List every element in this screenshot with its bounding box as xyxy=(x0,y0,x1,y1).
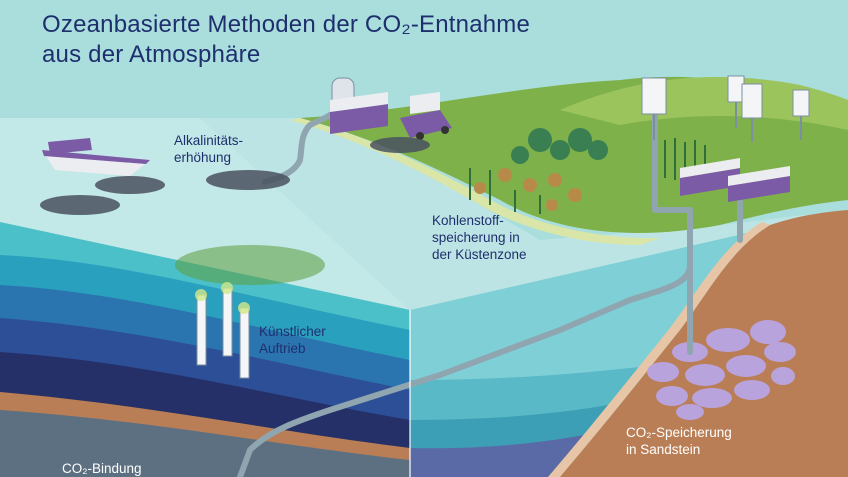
green-hill-back xyxy=(560,77,848,130)
page-title: Ozeanbasierte Methoden der CO₂-Entnahme … xyxy=(42,10,530,70)
title-line-1: Ozeanbasierte Methoden der CO₂-Entnahme xyxy=(42,11,531,38)
mineral-particles xyxy=(40,137,430,215)
seafloor-bottom xyxy=(0,410,410,477)
label-coastal-storage: Kohlenstoff- speicherung in der Küstenzo… xyxy=(432,213,527,262)
coastal-plants xyxy=(469,128,706,214)
coastal-rock xyxy=(560,210,848,477)
mineral-factory xyxy=(330,77,452,140)
ship xyxy=(42,138,150,176)
air-capture-towers xyxy=(641,75,810,142)
label-sandstone-storage: CO₂-Speicherung in Sandstein xyxy=(626,425,732,457)
sandstone-pores xyxy=(647,320,796,420)
storage-buildings xyxy=(680,158,790,202)
label-alkalinity: Alkalinitäts- erhöhung xyxy=(174,133,244,165)
label-carbonate-binding: CO₂-Bindung als Karbonat xyxy=(62,461,142,476)
algae-bloom xyxy=(175,245,325,285)
title-line-2: aus der Atmosphäre xyxy=(42,41,261,68)
label-artificial-upwelling: Künstlicher Auftrieb xyxy=(259,324,326,356)
upwelling-pipes xyxy=(195,282,250,379)
coastal-rock-edge xyxy=(548,222,770,477)
